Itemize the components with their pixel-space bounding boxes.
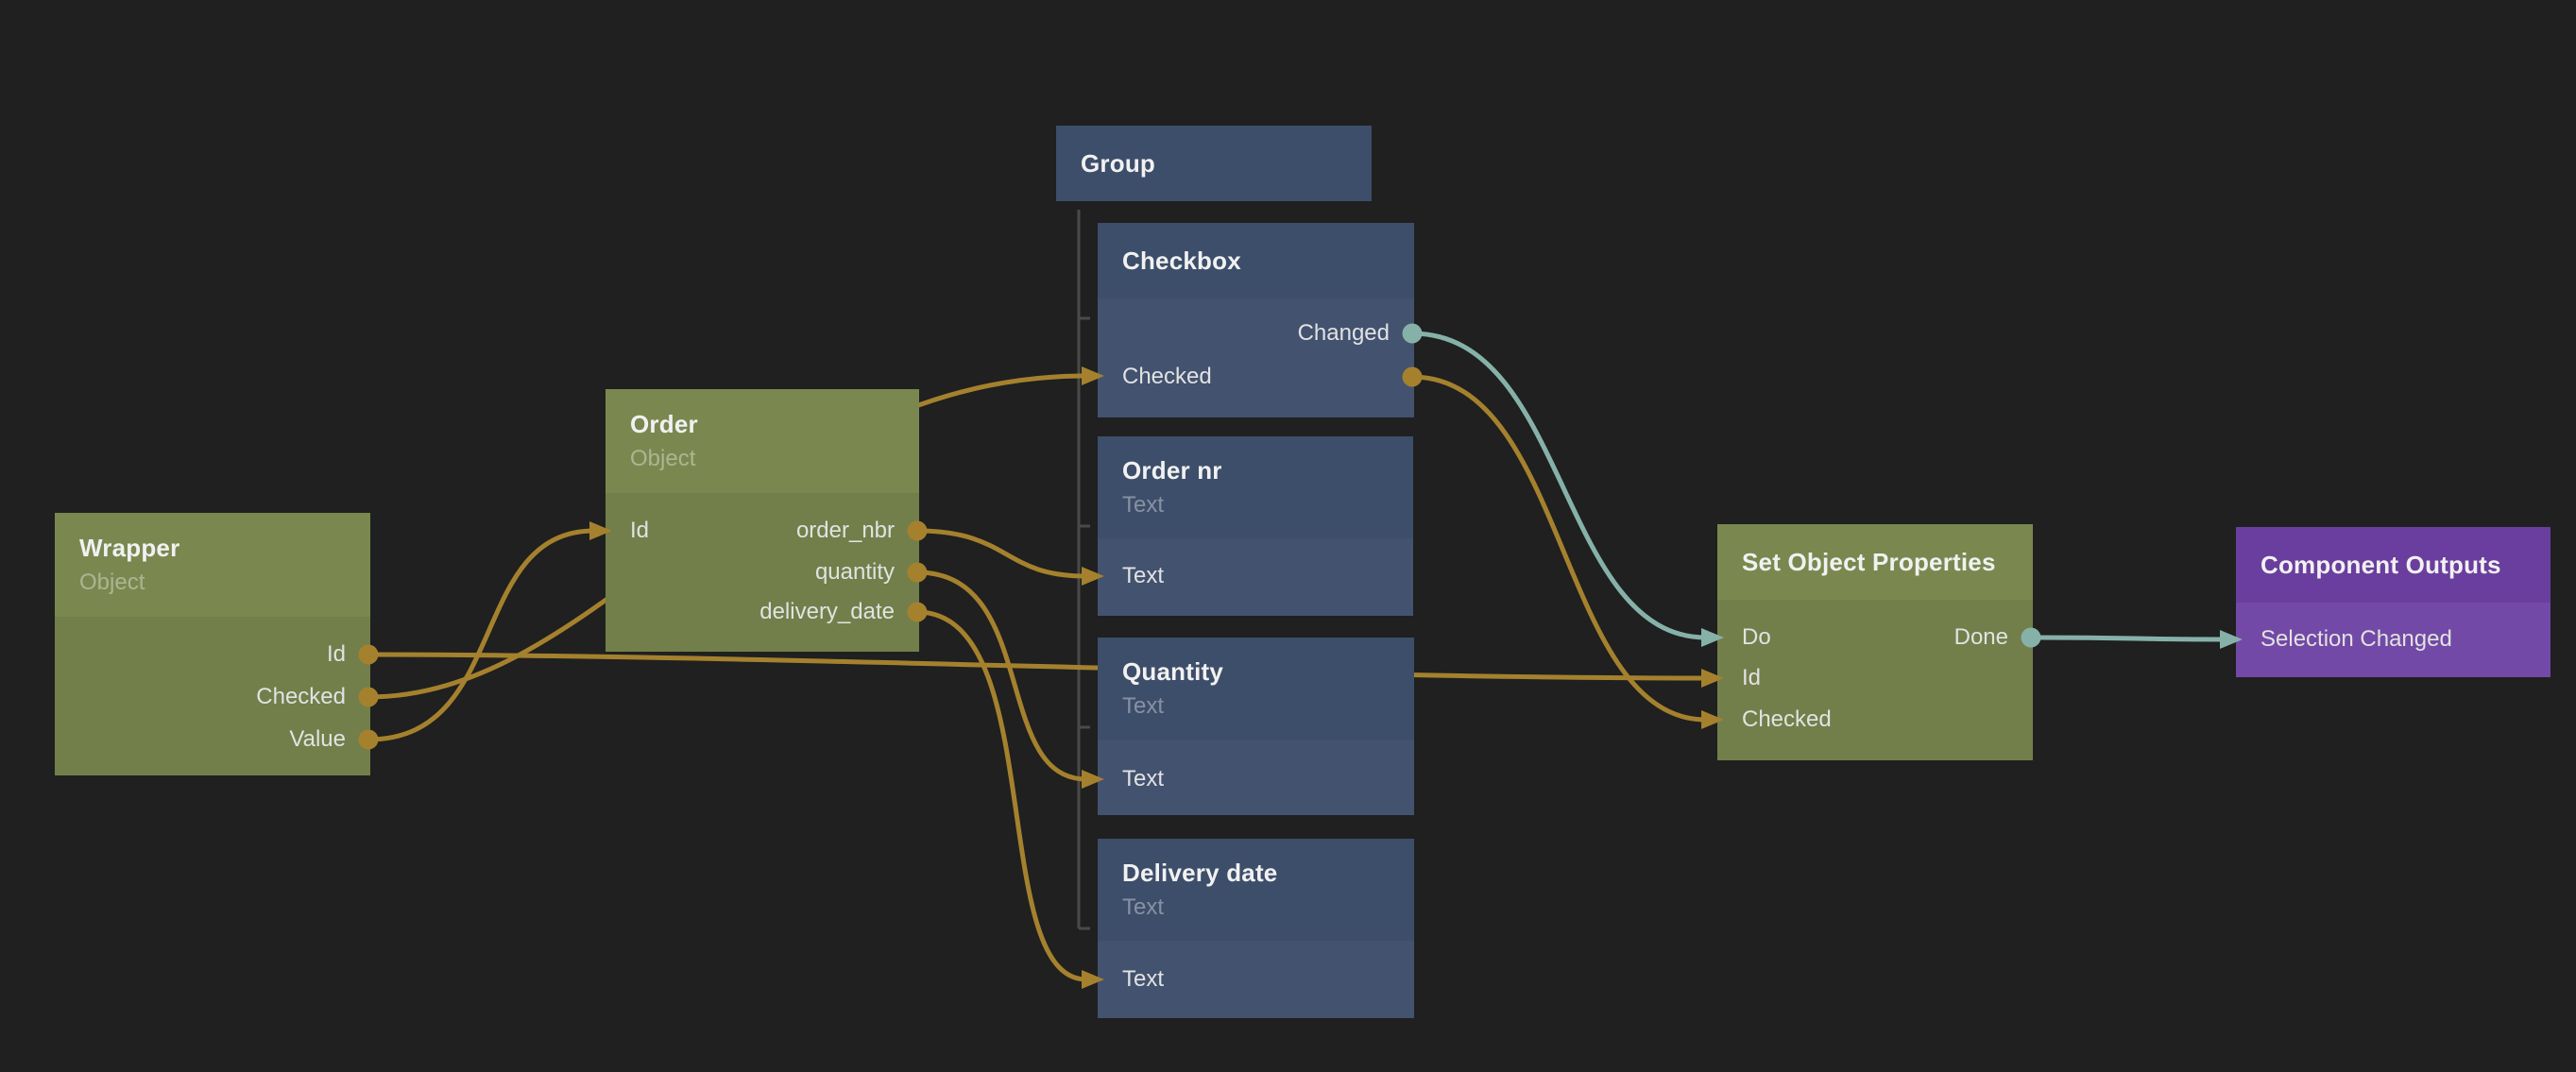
dot-wrapper-id[interactable] bbox=[358, 644, 379, 665]
wire-sop-done-to-co-selectionchanged[interactable] bbox=[2030, 635, 2226, 642]
node-title: Set Object Properties bbox=[1742, 547, 1996, 576]
port-order-quantity-output[interactable]: quantity bbox=[814, 559, 895, 585]
node-checkbox[interactable]: Checkbox Changed Checked bbox=[1098, 223, 1414, 417]
node-delivery-date[interactable]: Delivery date Text Text bbox=[1098, 839, 1414, 1018]
node-header: Set Object Properties bbox=[1717, 524, 2033, 600]
node-subtitle: Text bbox=[1122, 894, 1165, 920]
port-order-deliverydate-output[interactable]: delivery_date bbox=[759, 599, 895, 624]
node-header: Wrapper Object bbox=[55, 513, 370, 617]
node-title: Checkbox bbox=[1122, 246, 1241, 275]
node-title: Delivery date bbox=[1122, 859, 1278, 887]
node-title: Order nr bbox=[1122, 456, 1222, 485]
arrow-quantity-text-input[interactable] bbox=[1082, 770, 1104, 789]
port-co-selectionchanged-input[interactable]: Selection Changed bbox=[2260, 626, 2452, 652]
node-title: Quantity bbox=[1122, 657, 1224, 686]
node-subtitle: Object bbox=[79, 570, 145, 595]
port-sop-done-output[interactable]: Done bbox=[1953, 624, 2008, 650]
wire-order-deliverydate-to-delivery-text[interactable] bbox=[916, 609, 1087, 982]
node-wrapper[interactable]: Wrapper Object Id Checked Value bbox=[55, 513, 370, 775]
node-header: Delivery date Text bbox=[1098, 839, 1414, 941]
node-set-object-properties[interactable]: Set Object Properties Do Id Checked Done bbox=[1717, 524, 2033, 760]
dot-order-deliverydate[interactable] bbox=[907, 602, 928, 622]
arrow-order-id-input[interactable] bbox=[589, 521, 612, 540]
wire-wrapper-value-to-order-id[interactable] bbox=[367, 528, 595, 742]
node-header: Order Object bbox=[606, 389, 919, 493]
port-delivery-text-input[interactable]: Text bbox=[1122, 966, 1165, 992]
wire-wrapper-id-to-sop-id[interactable] bbox=[367, 652, 1707, 681]
node-order[interactable]: Order Object Id order_nbr quantity deliv… bbox=[606, 389, 919, 652]
dot-order-ordernbr[interactable] bbox=[907, 520, 928, 541]
arrow-co-selectionchanged-input[interactable] bbox=[2220, 630, 2243, 649]
node-header: Component Outputs bbox=[2236, 527, 2550, 603]
arrow-delivery-text-input[interactable] bbox=[1082, 970, 1104, 989]
port-checkbox-changed-output[interactable]: Changed bbox=[1297, 320, 1390, 346]
wire-order-quantity-to-quantity-text[interactable] bbox=[916, 570, 1087, 782]
wire-order-ordernbr-to-ordernr-text[interactable] bbox=[916, 528, 1087, 579]
node-subtitle: Text bbox=[1122, 693, 1165, 719]
arrow-ordernr-text-input[interactable] bbox=[1082, 567, 1104, 586]
port-checkbox-checked-input[interactable]: Checked bbox=[1122, 364, 1212, 389]
node-quantity[interactable]: Quantity Text Text bbox=[1098, 638, 1414, 815]
arrow-sop-id-input[interactable] bbox=[1701, 669, 1724, 688]
port-ordernr-text-input[interactable]: Text bbox=[1122, 563, 1165, 588]
port-sop-checked-input[interactable]: Checked bbox=[1742, 706, 1832, 732]
arrow-checkbox-checked-input[interactable] bbox=[1082, 366, 1104, 385]
port-order-ordernbr-output[interactable]: order_nbr bbox=[795, 518, 895, 543]
arrow-sop-checked-input[interactable] bbox=[1701, 710, 1724, 729]
dot-checkbox-checked[interactable] bbox=[1402, 366, 1423, 387]
node-title: Component Outputs bbox=[2260, 550, 2501, 579]
port-sop-id-input[interactable]: Id bbox=[1742, 665, 1762, 690]
port-quantity-text-input[interactable]: Text bbox=[1122, 766, 1165, 791]
node-group[interactable]: Group bbox=[1056, 126, 1372, 201]
port-wrapper-id-output[interactable]: Id bbox=[326, 641, 346, 667]
dot-checkbox-changed[interactable] bbox=[1402, 323, 1423, 344]
port-wrapper-checked-output[interactable]: Checked bbox=[256, 684, 346, 709]
node-subtitle: Object bbox=[630, 446, 696, 471]
node-header: Order nr Text bbox=[1098, 436, 1413, 538]
node-header: Checkbox bbox=[1098, 223, 1414, 298]
node-title: Order bbox=[630, 410, 698, 438]
dot-sop-done[interactable] bbox=[2021, 627, 2041, 648]
node-title: Wrapper bbox=[79, 534, 180, 562]
node-header: Group bbox=[1056, 126, 1372, 201]
port-wrapper-value-output[interactable]: Value bbox=[289, 726, 346, 752]
node-header: Quantity Text bbox=[1098, 638, 1414, 740]
group-children-connector bbox=[1077, 210, 1090, 930]
dot-wrapper-value[interactable] bbox=[358, 729, 379, 750]
wire-checkbox-checked-to-sop-checked[interactable] bbox=[1411, 374, 1707, 723]
node-component-outputs[interactable]: Component Outputs Selection Changed bbox=[2236, 527, 2550, 677]
wire-checkbox-changed-to-sop-do[interactable] bbox=[1411, 331, 1707, 640]
dot-wrapper-checked[interactable] bbox=[358, 687, 379, 707]
port-sop-do-input[interactable]: Do bbox=[1742, 624, 1771, 650]
node-subtitle: Text bbox=[1122, 492, 1165, 518]
dot-order-quantity[interactable] bbox=[907, 562, 928, 583]
arrow-sop-do-input[interactable] bbox=[1701, 628, 1724, 647]
port-order-id-input[interactable]: Id bbox=[630, 518, 650, 543]
node-title: Group bbox=[1081, 148, 1155, 178]
node-order-nr[interactable]: Order nr Text Text bbox=[1098, 436, 1413, 616]
